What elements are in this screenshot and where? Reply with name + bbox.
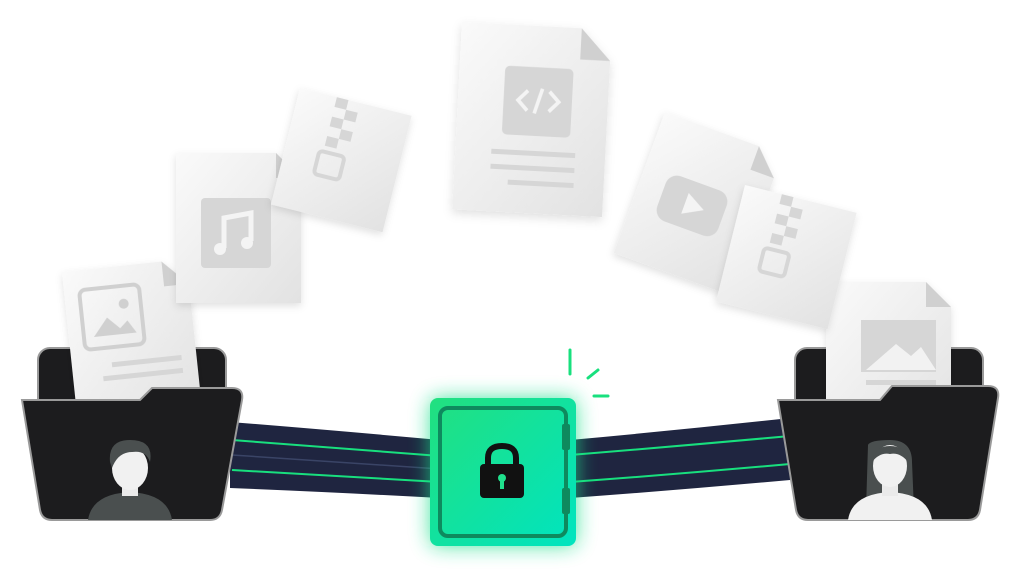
zip-file-icon <box>715 185 857 330</box>
music-file-icon <box>176 153 301 303</box>
video-file-icon <box>613 112 783 296</box>
sender-folder <box>20 258 244 521</box>
zip-file-icon <box>270 88 412 233</box>
image-file-icon <box>826 282 951 432</box>
user-female-icon <box>848 440 932 520</box>
lock-icon <box>480 442 524 498</box>
spark-icon <box>568 348 610 398</box>
cable-right <box>569 418 791 498</box>
receiver-folder <box>776 282 1000 521</box>
code-file-icon <box>452 22 612 218</box>
safe-vault <box>430 348 610 546</box>
image-file-icon <box>62 258 202 422</box>
user-male-icon <box>88 440 172 520</box>
cable-left <box>230 422 441 498</box>
